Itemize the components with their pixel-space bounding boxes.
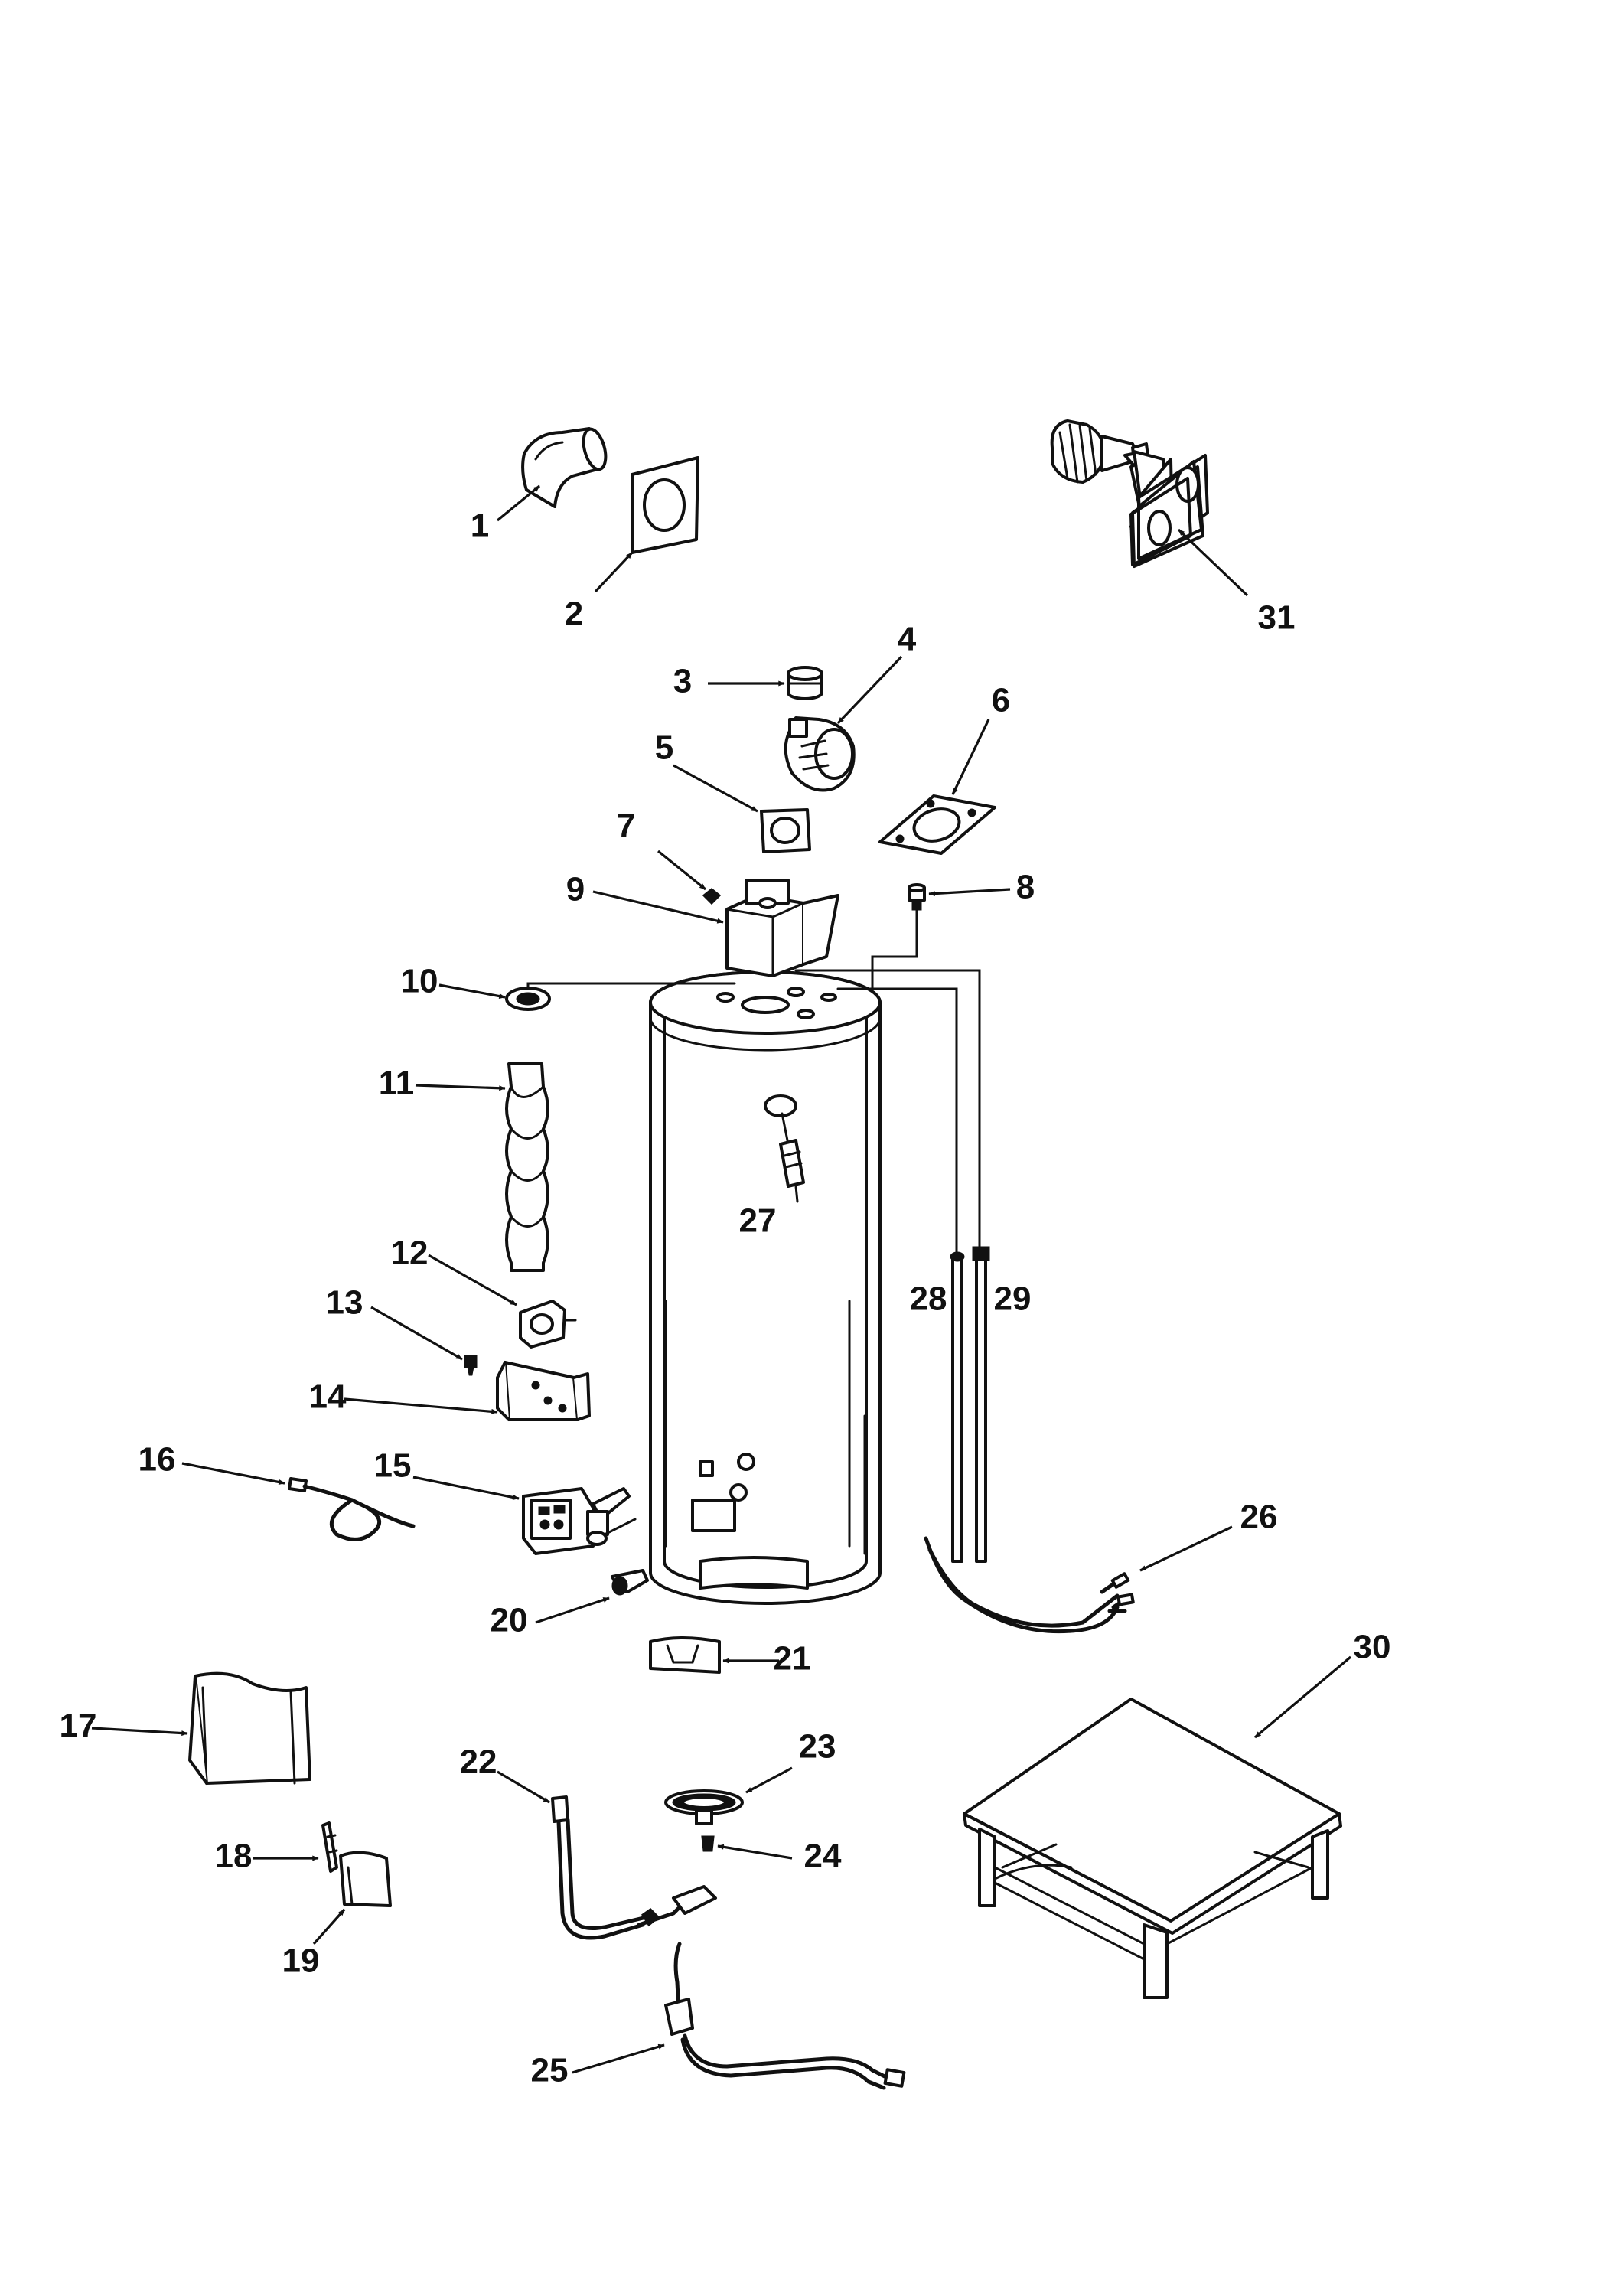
part-2-vent-gasket-plate xyxy=(631,456,699,554)
part-18-door-clip xyxy=(321,1821,338,1873)
leader-31 xyxy=(1177,528,1249,597)
callout-24: 24 xyxy=(804,1838,842,1875)
leader-26 xyxy=(1139,1525,1233,1572)
assembly-leader-lines xyxy=(526,909,981,1257)
part-27-relief-valve xyxy=(779,1112,805,1203)
callout-17: 17 xyxy=(60,1707,97,1745)
leader-5 xyxy=(673,764,758,813)
leader-6 xyxy=(951,719,990,795)
leader-17 xyxy=(91,1727,188,1737)
leader-16 xyxy=(181,1462,285,1485)
part-10-baffle-gasket xyxy=(505,987,551,1011)
callout-16: 16 xyxy=(139,1441,176,1479)
part-20-drain-valve xyxy=(611,1569,649,1596)
callout-7: 7 xyxy=(617,807,635,845)
part-25-pilot-assembly xyxy=(664,1942,906,2090)
callout-25: 25 xyxy=(531,2052,569,2089)
part-3-blower-adapter xyxy=(787,666,823,700)
leader-30 xyxy=(1253,1655,1352,1739)
leader-2 xyxy=(594,551,634,593)
part-5-blower-gasket xyxy=(760,808,811,853)
part-31-vent-terminal xyxy=(1050,419,1209,568)
leader-25 xyxy=(572,2043,665,2074)
callout-29: 29 xyxy=(994,1280,1032,1318)
leader-20 xyxy=(535,1596,610,1624)
leader-12 xyxy=(428,1254,517,1306)
leader-9 xyxy=(592,890,724,924)
leader-11 xyxy=(415,1084,506,1091)
part-8-fitting xyxy=(908,883,926,911)
callout-1: 1 xyxy=(471,507,489,545)
callout-6: 6 xyxy=(992,682,1010,719)
part-29-anode-rod xyxy=(972,1246,990,1563)
part-6-mounting-plate-gasket xyxy=(878,794,996,855)
part-23-burner xyxy=(664,1789,744,1825)
leader-1 xyxy=(496,484,541,522)
callout-9: 9 xyxy=(566,871,585,908)
leader-10 xyxy=(438,983,506,1000)
part-15-gas-control-valve xyxy=(522,1487,637,1555)
part-9-collector-box xyxy=(725,879,839,977)
part-17-outer-door xyxy=(188,1671,311,1785)
part-14-control-bracket xyxy=(496,1361,591,1421)
part-11-flue-baffle xyxy=(505,1062,549,1272)
callout-31: 31 xyxy=(1258,599,1296,637)
part-7-screw xyxy=(702,888,722,905)
leader-24 xyxy=(717,1844,793,1860)
callout-labels: 1 2 3 4 5 6 7 8 9 10 11 12 13 14 15 16 1… xyxy=(60,507,1391,2089)
part-22-manifold-tube xyxy=(551,1795,717,1940)
callout-15: 15 xyxy=(374,1447,412,1485)
leader-15 xyxy=(412,1476,520,1500)
callout-11: 11 xyxy=(379,1065,415,1102)
part-19-sight-glass-plate xyxy=(339,1851,392,1907)
callout-13: 13 xyxy=(326,1284,363,1322)
part-16-power-cord xyxy=(288,1477,416,1541)
callout-2: 2 xyxy=(565,595,583,633)
callout-4: 4 xyxy=(898,621,917,658)
callout-22: 22 xyxy=(460,1743,497,1781)
part-12-pressure-switch xyxy=(519,1300,577,1349)
callout-5: 5 xyxy=(655,729,673,767)
leader-14 xyxy=(344,1397,498,1414)
leader-7 xyxy=(657,850,707,891)
part-30-heater-stand xyxy=(963,1698,1342,1999)
callout-28: 28 xyxy=(910,1280,947,1318)
callout-20: 20 xyxy=(491,1602,528,1639)
part-26-wire-harness xyxy=(924,1536,1135,1634)
leader-19 xyxy=(312,1908,346,1945)
callout-26: 26 xyxy=(1240,1499,1278,1536)
callout-30: 30 xyxy=(1354,1629,1391,1666)
callout-18: 18 xyxy=(215,1838,253,1875)
leader-22 xyxy=(497,1770,550,1804)
part-28-dip-tube xyxy=(950,1251,965,1563)
callout-19: 19 xyxy=(282,1942,320,1980)
callout-14: 14 xyxy=(309,1378,347,1416)
part-4-blower-assembly xyxy=(784,716,856,792)
callout-21: 21 xyxy=(774,1640,811,1678)
callout-8: 8 xyxy=(1016,869,1035,906)
leader-23 xyxy=(745,1766,793,1794)
callout-23: 23 xyxy=(799,1728,836,1766)
leader-arrows xyxy=(91,484,1352,2074)
water-heater-tank xyxy=(649,970,882,1605)
leader-13 xyxy=(370,1306,463,1361)
part-13-screw xyxy=(464,1355,478,1376)
leader-8 xyxy=(928,888,1011,897)
callout-12: 12 xyxy=(391,1234,429,1272)
callout-10: 10 xyxy=(401,963,438,1000)
callout-27: 27 xyxy=(739,1202,777,1240)
part-24-orifice xyxy=(701,1835,715,1852)
leader-4 xyxy=(836,655,903,725)
part-1-vent-elbow xyxy=(521,427,608,508)
part-21-inner-door xyxy=(649,1636,721,1674)
callout-3: 3 xyxy=(673,663,692,700)
